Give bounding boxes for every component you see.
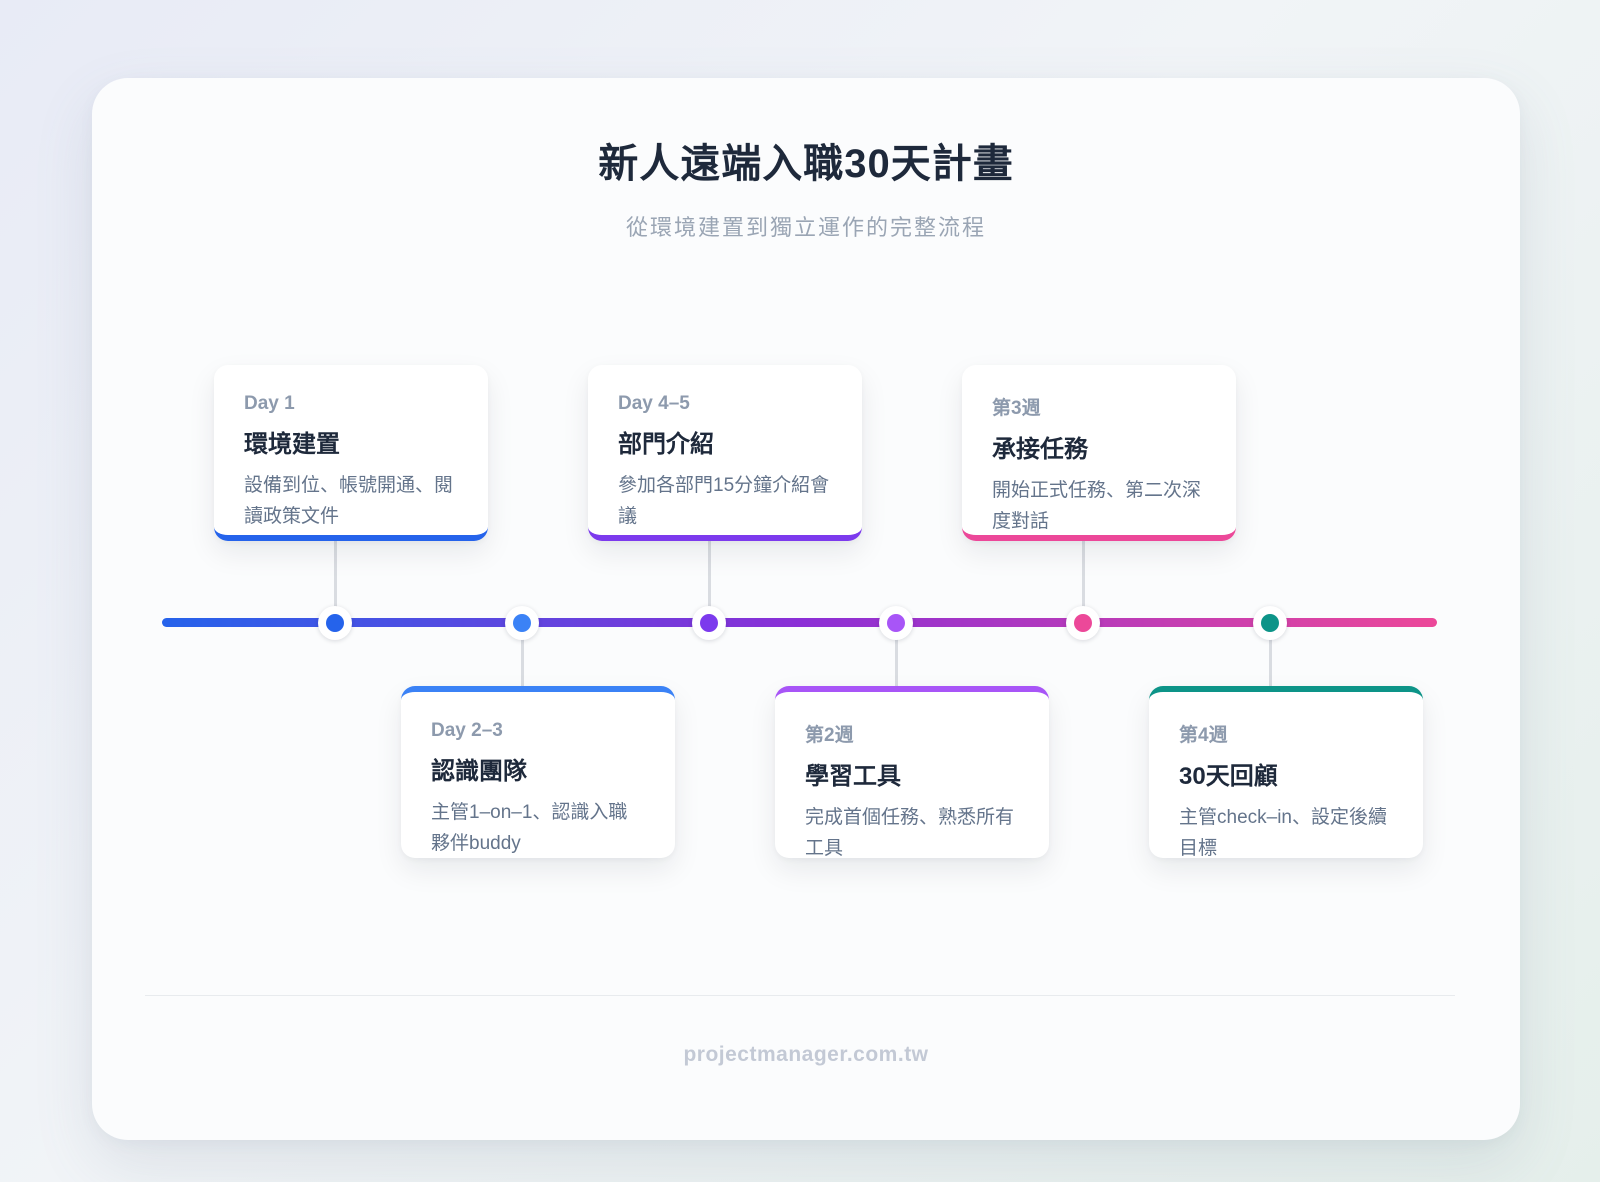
footer-divider [145,995,1455,996]
timeline-card-day4-5: Day 4–5 部門介紹 參加各部門15分鐘介紹會議 [588,365,862,541]
card-period-label: Day 1 [244,393,295,414]
dot-marker [513,614,531,632]
card-title: 學習工具 [805,763,901,790]
card-description: 開始正式任務、第二次深度對話 [992,480,1202,532]
connector-line [1082,541,1085,623]
card-title: 承接任務 [992,436,1088,463]
main-panel: 新人遠端入職30天計畫 從環境建置到獨立運作的完整流程 Day 1 環境建置 設… [92,78,1520,1140]
timeline-card-day1: Day 1 環境建置 設備到位、帳號開通、閱讀政策文件 [214,365,488,541]
card-period-label: Day 2–3 [431,720,503,741]
timeline-dot [692,606,726,640]
timeline-card-week4: 第4週 30天回顧 主管check–in、設定後續目標 [1149,686,1423,859]
connector-line [334,541,337,623]
connector-line [708,541,711,623]
dot-marker [1074,614,1092,632]
card-period-label: Day 4–5 [618,393,690,414]
dot-marker [887,614,905,632]
connector-line [895,623,898,686]
page-title: 新人遠端入職30天計畫 [598,142,1014,186]
connector-line [1269,623,1272,686]
card-title: 30天回顧 [1179,763,1278,790]
connector-line [521,623,524,686]
page-subtitle: 從環境建置到獨立運作的完整流程 [625,215,986,240]
timeline-card-week3: 第3週 承接任務 開始正式任務、第二次深度對話 [962,365,1236,541]
footer-url: projectmanager.com.tw [683,1043,929,1066]
timeline-dot [879,606,913,640]
dot-marker [1261,614,1279,632]
timeline-dot [1066,606,1100,640]
timeline-dot [505,606,539,640]
card-description: 主管1–on–1、認識入職夥伴buddy [431,802,628,854]
dot-marker [700,614,718,632]
card-title: 認識團隊 [431,758,527,785]
timeline-line [162,618,1437,627]
timeline-card-day2-3: Day 2–3 認識團隊 主管1–on–1、認識入職夥伴buddy [401,686,675,858]
card-period-label: 第3週 [992,398,1041,419]
card-period-label: 第4週 [1179,725,1228,746]
timeline-dot [1253,606,1287,640]
card-title: 部門介紹 [618,431,714,458]
card-description: 設備到位、帳號開通、閱讀政策文件 [244,475,454,527]
card-title: 環境建置 [244,431,340,458]
timeline-card-week2: 第2週 學習工具 完成首個任務、熟悉所有工具 [775,686,1049,859]
card-description: 主管check–in、設定後續目標 [1179,807,1387,859]
timeline-dot [318,606,352,640]
card-description: 參加各部門15分鐘介紹會議 [618,475,830,527]
dot-marker [326,614,344,632]
card-description: 完成首個任務、熟悉所有工具 [805,807,1015,859]
card-period-label: 第2週 [805,725,854,746]
